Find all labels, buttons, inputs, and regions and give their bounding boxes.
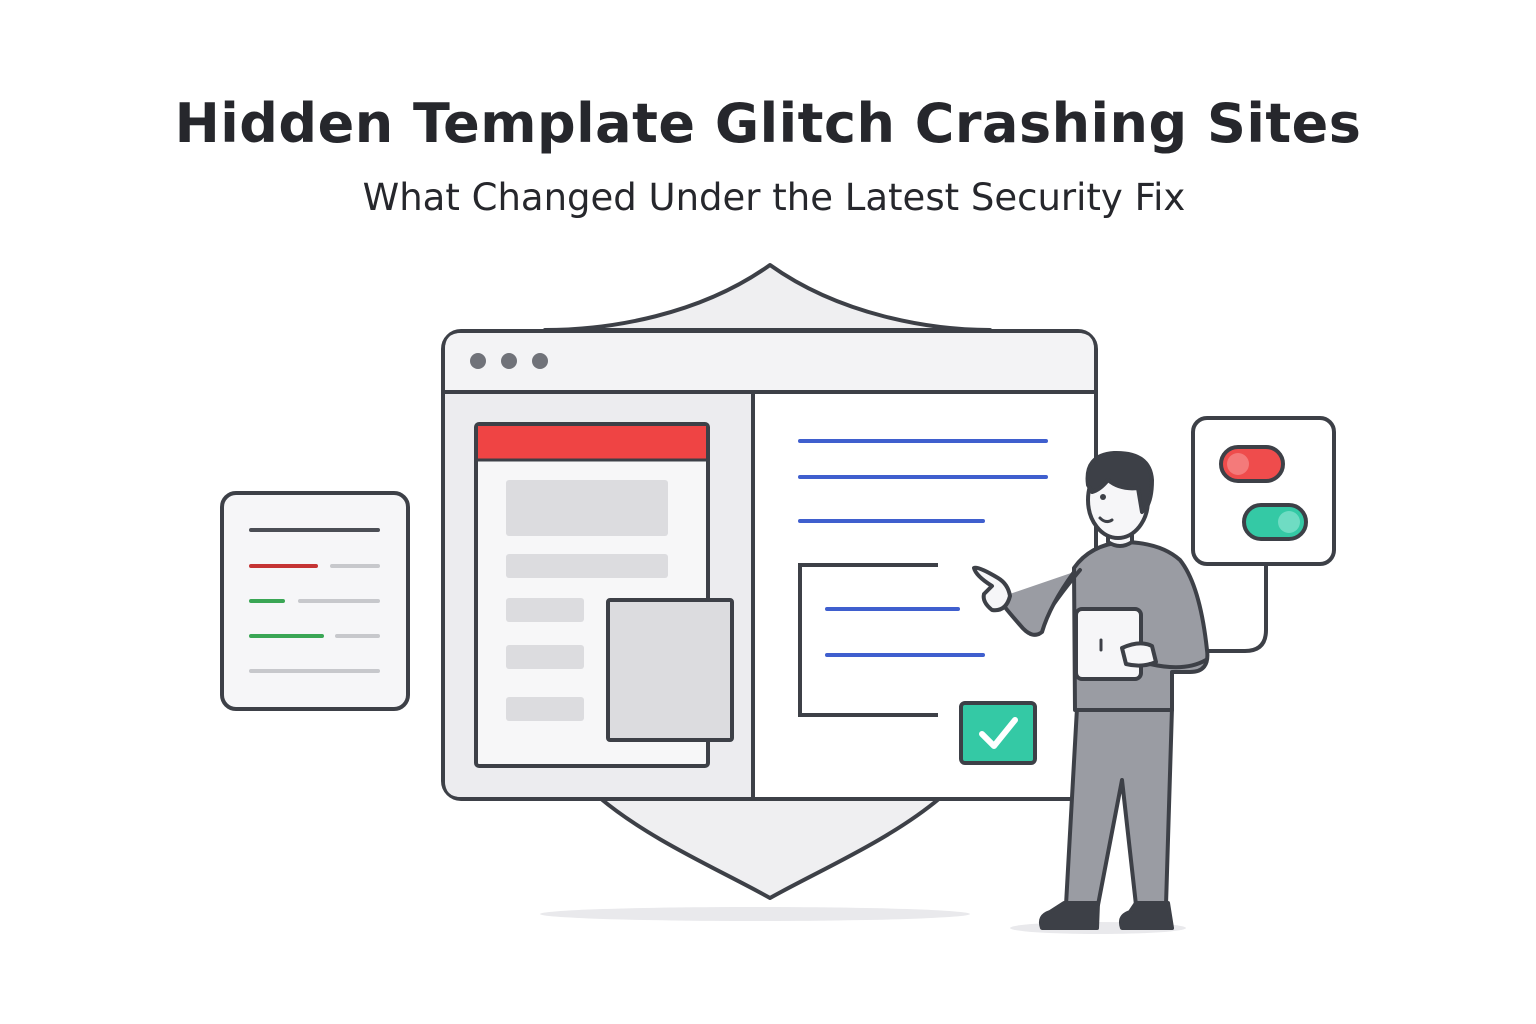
window-dot-icon: [501, 353, 517, 369]
document-card: [220, 491, 410, 711]
ground-shadow: [540, 907, 970, 921]
overlapping-block: [606, 598, 734, 742]
person: [972, 450, 1210, 930]
page-subtitle: What Changed Under the Latest Security F…: [362, 176, 1186, 219]
browser-window: [441, 329, 1098, 801]
content-frame: [798, 563, 938, 717]
page-title: Hidden Template Glitch Crashing Sites: [174, 92, 1362, 155]
window-dot-icon: [532, 353, 548, 369]
checkbox-icon: [959, 701, 1037, 765]
toggle-panel: [1191, 416, 1336, 653]
window-dot-icon: [470, 353, 486, 369]
